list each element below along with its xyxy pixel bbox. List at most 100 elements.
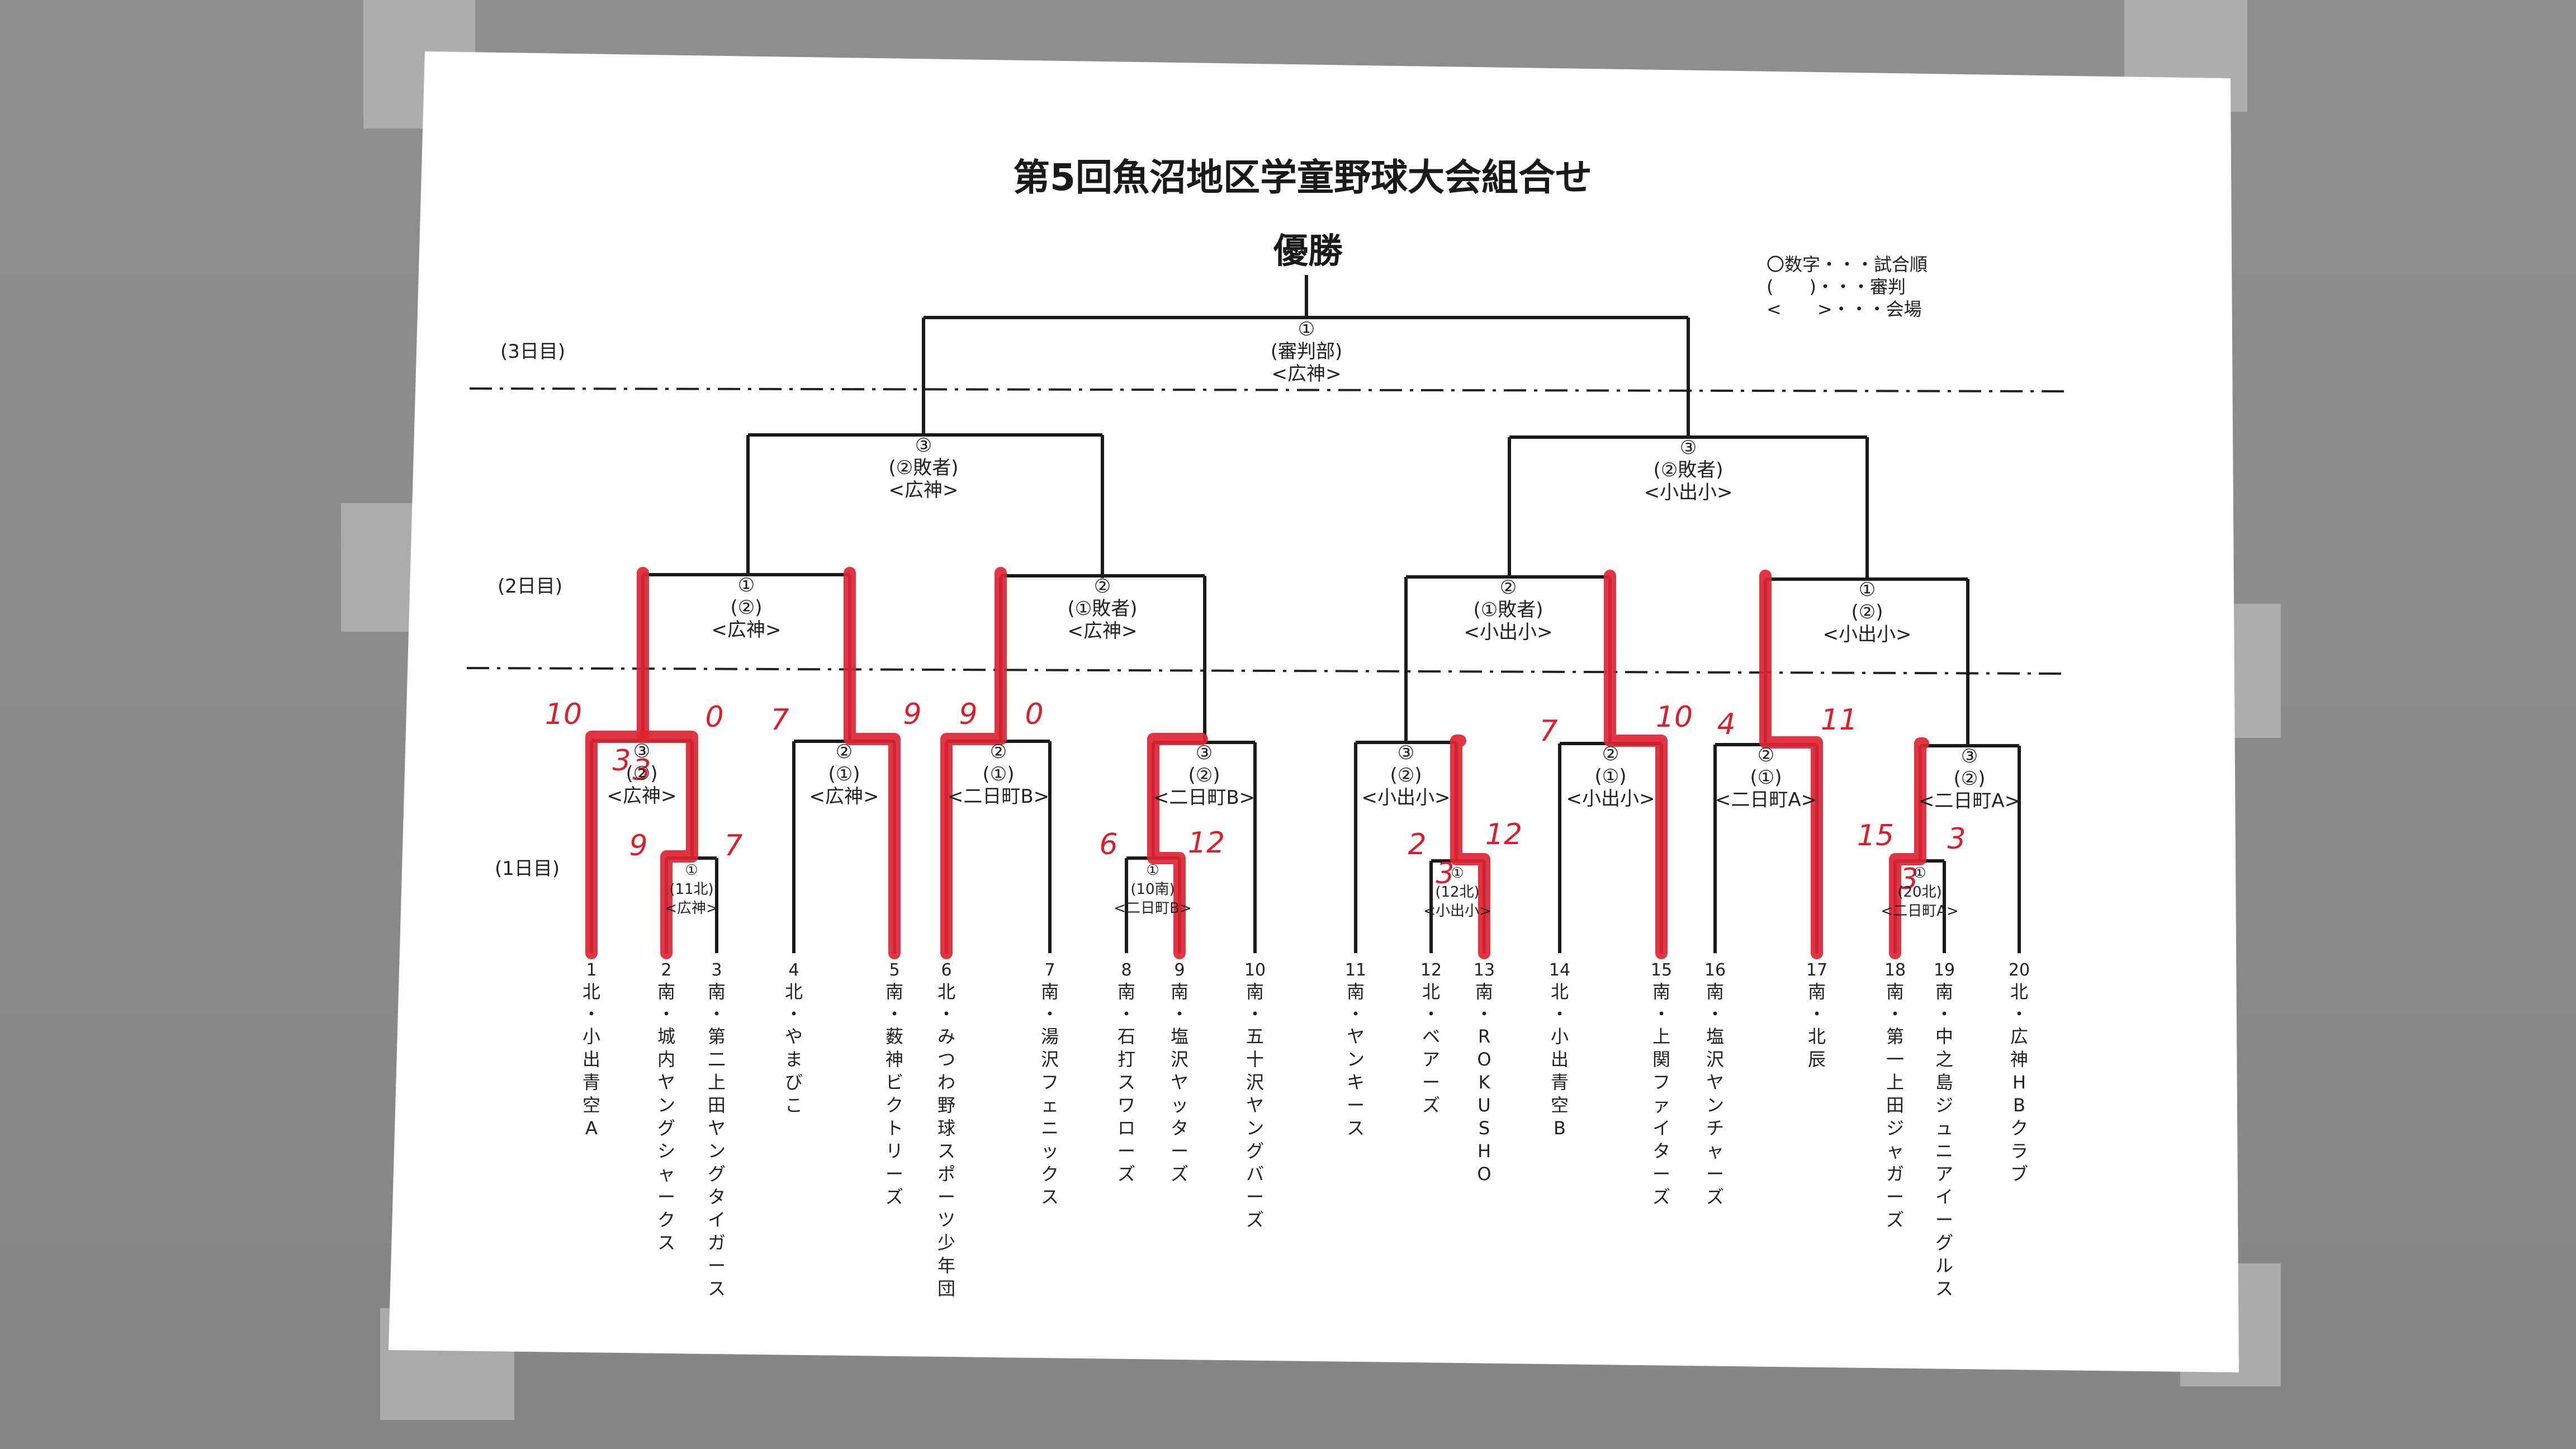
team-name: 塩沢ヤッターズ (1171, 1026, 1188, 1185)
match-label-line: ① (1451, 865, 1464, 882)
team-number: 16 (1704, 960, 1726, 980)
team-number: 8 (1121, 960, 1131, 980)
match-label-line: <二日町A> (1881, 903, 1958, 920)
match-label-line: <二日町B> (1114, 900, 1191, 917)
match-label-line: <広神> (607, 785, 677, 807)
team-entry: 16南・塩沢ヤンチャーズ (1704, 960, 1726, 1208)
score-mark: 3 (1947, 822, 1966, 856)
match-label-line: (②) (1953, 768, 1985, 790)
team-name: 塩沢ヤンチャーズ (1706, 1026, 1724, 1208)
team-number: 9 (1174, 960, 1185, 980)
match-label-line: <二日町B> (1153, 787, 1255, 809)
team-name: 湯沢フェニックス (1041, 1026, 1059, 1208)
score-mark: 7 (1539, 714, 1557, 748)
score-mark: 3 (1436, 857, 1454, 891)
team-name: 五十沢ヤングバーズ (1246, 1026, 1264, 1230)
match-label-line: (②) (730, 596, 762, 619)
match-label-line: (②) (1851, 601, 1883, 623)
team-entry: 5南・薮神ビクトリーズ (886, 960, 903, 1208)
team-division: 南 (886, 981, 903, 1002)
team-separator: ・ (1041, 1003, 1059, 1025)
team-division: 北 (1422, 981, 1440, 1002)
team-number: 2 (661, 960, 671, 980)
score-mark: 7 (724, 829, 742, 863)
score-mark: 0 (1025, 698, 1043, 731)
team-division: 南 (1246, 981, 1264, 1002)
match-label-line: (①) (828, 763, 860, 785)
legend-line: 〇数字・・・試合順 (1767, 254, 1928, 275)
score-mark: 3 (632, 754, 651, 787)
team-division: 北 (785, 981, 803, 1002)
match-label-line: <広神> (1272, 363, 1342, 385)
team-separator: ・ (1475, 1003, 1493, 1025)
match-label-line: <小出小> (1823, 623, 1912, 646)
team-name: 上関ファイターズ (1652, 1026, 1670, 1208)
team-number: 10 (1244, 960, 1266, 980)
team-separator: ・ (1935, 1003, 1953, 1025)
team-division: 南 (1808, 981, 1826, 1002)
match-label-line: (①) (1750, 766, 1782, 789)
score-mark: 11 (1821, 703, 1858, 737)
team-division: 南 (1886, 981, 1904, 1002)
team-division: 南 (1171, 981, 1188, 1002)
score-mark: 12 (1485, 818, 1522, 851)
match-label-line: (①敗者) (1473, 599, 1543, 621)
winner-highlights (585, 567, 1929, 959)
match-label-line: (20北) (1897, 884, 1942, 901)
team-name: ヤンキース (1347, 1026, 1365, 1139)
match-label-line: ② (1500, 576, 1517, 599)
team-name: 城内ヤングシャークス (657, 1026, 675, 1253)
match-label-line: ③ (1680, 437, 1697, 459)
team-division: 北 (937, 981, 955, 1002)
round-label: (1日目) (495, 858, 560, 880)
score-mark: 9 (959, 698, 977, 731)
match-label-line: (②敗者) (1653, 459, 1723, 481)
team-separator: ・ (2010, 1003, 2028, 1025)
team-entry: 3南・第二上田ヤングタイガース (708, 960, 726, 1299)
team-number: 11 (1345, 960, 1366, 980)
legend-line: < >・・・会場 (1767, 299, 1922, 320)
match-labels: ①(審判部)<広神>③(②敗者)<広神>③(②敗者)<小出小>①(②)<広神>②… (607, 318, 2021, 920)
team-separator: ・ (1171, 1003, 1188, 1025)
match-label-line: (12北) (1435, 884, 1479, 901)
team-entry: 7南・湯沢フェニックス (1041, 960, 1059, 1208)
match-label-line: <広神> (889, 479, 959, 501)
match-label-line: <小出小> (1644, 481, 1733, 504)
team-division: 北 (583, 981, 600, 1002)
team-entry: 10南・五十沢ヤングバーズ (1244, 960, 1266, 1230)
team-entry: 4北・やまびこ (785, 960, 803, 1116)
team-name: 北辰 (1808, 1026, 1826, 1070)
match-label-line: (10南) (1130, 881, 1175, 898)
day-separator (469, 387, 2069, 392)
match-label-line: ② (990, 741, 1007, 763)
poster-title: 第5回魚沼地区学童野球大会組合せ (1013, 156, 1592, 199)
team-number: 13 (1474, 960, 1495, 980)
match-label-line: <広神> (665, 900, 718, 917)
match-label-line: (②) (626, 763, 657, 785)
team-separator: ・ (785, 1003, 803, 1025)
match-label-line: ② (1602, 743, 1619, 765)
team-separator: ・ (1117, 1003, 1135, 1025)
match-label-line: <二日町B> (948, 785, 1049, 808)
team-separator: ・ (583, 1003, 600, 1025)
team-number: 6 (941, 960, 951, 980)
team-separator: ・ (1422, 1003, 1440, 1025)
team-number: 3 (711, 960, 722, 980)
team-number: 19 (1934, 960, 1955, 980)
team-division: 南 (1347, 981, 1365, 1002)
match-label-line: <広神> (1068, 620, 1138, 642)
team-name: やまびこ (785, 1026, 803, 1116)
team-entry: 2南・城内ヤングシャークス (657, 960, 675, 1253)
match-label-line: ① (1859, 579, 1876, 601)
team-name: 第二上田ヤングタイガース (708, 1026, 726, 1299)
team-entry: 11南・ヤンキース (1345, 960, 1366, 1139)
score-mark: 15 (1857, 819, 1894, 853)
team-number: 14 (1549, 960, 1570, 980)
team-entry: 17南・北辰 (1806, 960, 1827, 1070)
